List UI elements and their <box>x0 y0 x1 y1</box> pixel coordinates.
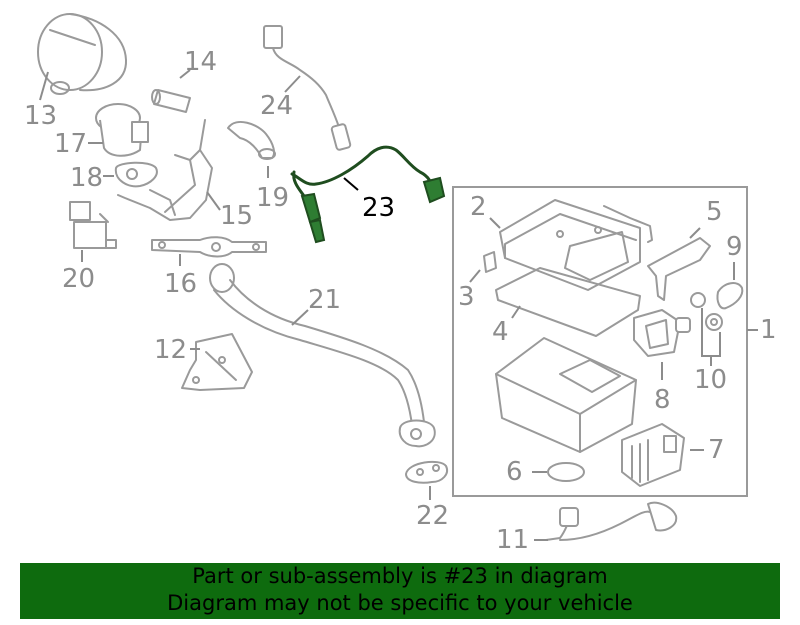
info-banner: Part or sub-assembly is #23 in diagram D… <box>20 563 780 619</box>
part-3-clip <box>483 251 497 273</box>
callout-4: 4 <box>492 317 509 347</box>
part-5-bracket <box>603 205 711 301</box>
callout-10: 10 <box>694 365 727 395</box>
part-2-control-module <box>499 199 641 291</box>
callout-6: 6 <box>506 457 523 487</box>
part-14-hose <box>151 89 191 113</box>
callout-11: 11 <box>496 525 529 555</box>
part-12-bracket <box>181 333 253 391</box>
callout-12: 12 <box>154 335 187 365</box>
part-battery-tray <box>495 337 637 453</box>
callout-15: 15 <box>220 201 253 231</box>
banner-line-2: Diagram may not be specific to your vehi… <box>167 591 633 615</box>
part-11-harness <box>545 501 678 541</box>
part-15-bracket <box>117 119 213 221</box>
callout-18: 18 <box>70 163 103 193</box>
part-9-hose <box>716 282 744 310</box>
part-21-pipe <box>209 263 436 448</box>
callout-9: 9 <box>726 232 743 262</box>
banner-line-1: Part or sub-assembly is #23 in diagram <box>192 564 608 588</box>
assembly-box <box>452 186 748 497</box>
part-22-gasket <box>405 460 448 484</box>
callout-24: 24 <box>260 91 293 121</box>
callout-5: 5 <box>706 197 723 227</box>
part-23-oxygen-sensor-highlighted <box>290 145 446 244</box>
callout-22: 22 <box>416 501 449 531</box>
part-10-fasteners <box>690 292 723 331</box>
part-4-seal <box>495 267 641 337</box>
part-20-solenoid <box>69 201 117 249</box>
part-8-connector <box>633 309 691 357</box>
part-24-oxygen-sensor <box>263 25 352 151</box>
callout-3: 3 <box>458 282 475 312</box>
callout-20: 20 <box>62 264 95 294</box>
part-19-hose <box>227 120 276 160</box>
part-13-air-pump <box>37 13 128 95</box>
part-16-gasket <box>151 236 267 258</box>
callout-2: 2 <box>470 192 487 222</box>
callout-1: 1 <box>760 315 777 345</box>
callout-14: 14 <box>184 47 217 77</box>
leader-23 <box>343 177 359 191</box>
callout-16: 16 <box>164 269 197 299</box>
callout-19: 19 <box>256 183 289 213</box>
part-17-throttle-body <box>95 103 149 157</box>
part-7-relay-block <box>621 423 685 487</box>
callout-17: 17 <box>54 129 87 159</box>
callout-13: 13 <box>24 101 57 131</box>
callout-7: 7 <box>708 435 725 465</box>
part-6-seal-ring <box>547 462 585 482</box>
part-18-gasket <box>114 161 158 188</box>
callout-8: 8 <box>654 385 671 415</box>
callout-23: 23 <box>362 193 395 223</box>
callout-21: 21 <box>308 285 341 315</box>
